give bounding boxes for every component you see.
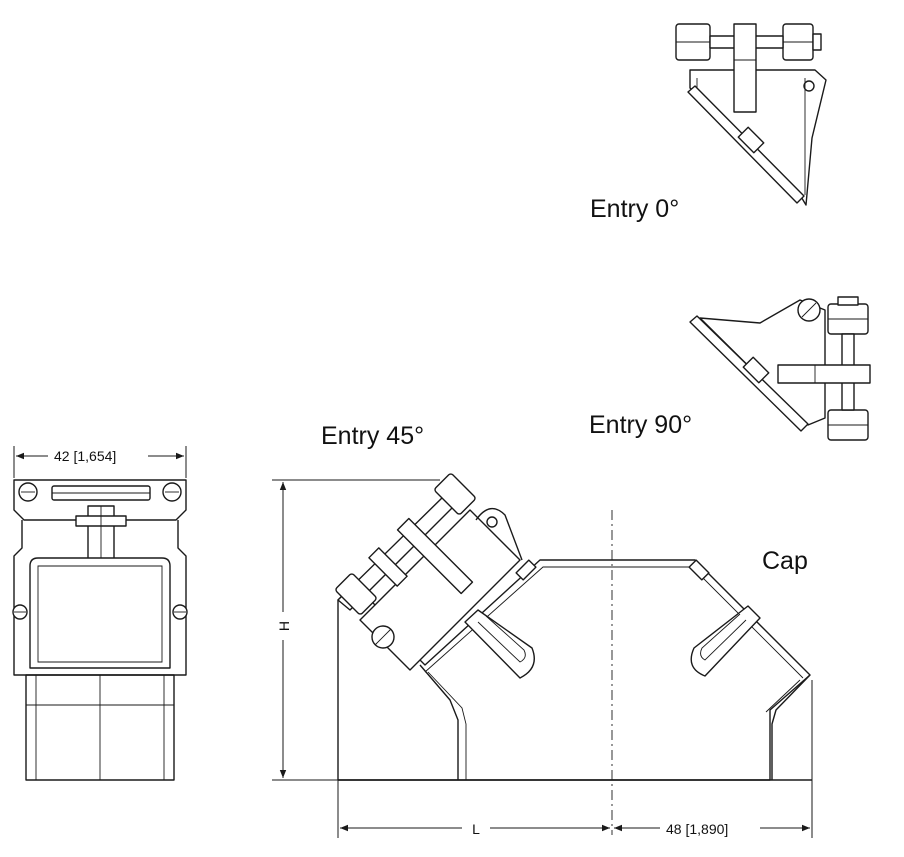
side-view <box>335 473 812 835</box>
dim-label-l: L <box>472 821 480 837</box>
entry-0-view <box>675 23 827 206</box>
dimension-height: H <box>272 479 440 781</box>
dim-label-h: H <box>276 621 292 631</box>
dim-label-42: 42 [1,654] <box>54 448 116 464</box>
label-entry-0: Entry 0° <box>590 195 679 223</box>
label-entry-90: Entry 90° <box>589 411 692 439</box>
entry-90-view <box>689 296 871 441</box>
dim-label-48: 48 [1,890] <box>666 821 728 837</box>
front-view <box>12 479 188 781</box>
label-entry-45: Entry 45° <box>321 422 424 450</box>
label-cap: Cap <box>762 547 808 575</box>
dimension-width-front: 42 [1,654] <box>13 446 187 478</box>
dimension-length: L 48 [1,890] <box>337 680 813 838</box>
